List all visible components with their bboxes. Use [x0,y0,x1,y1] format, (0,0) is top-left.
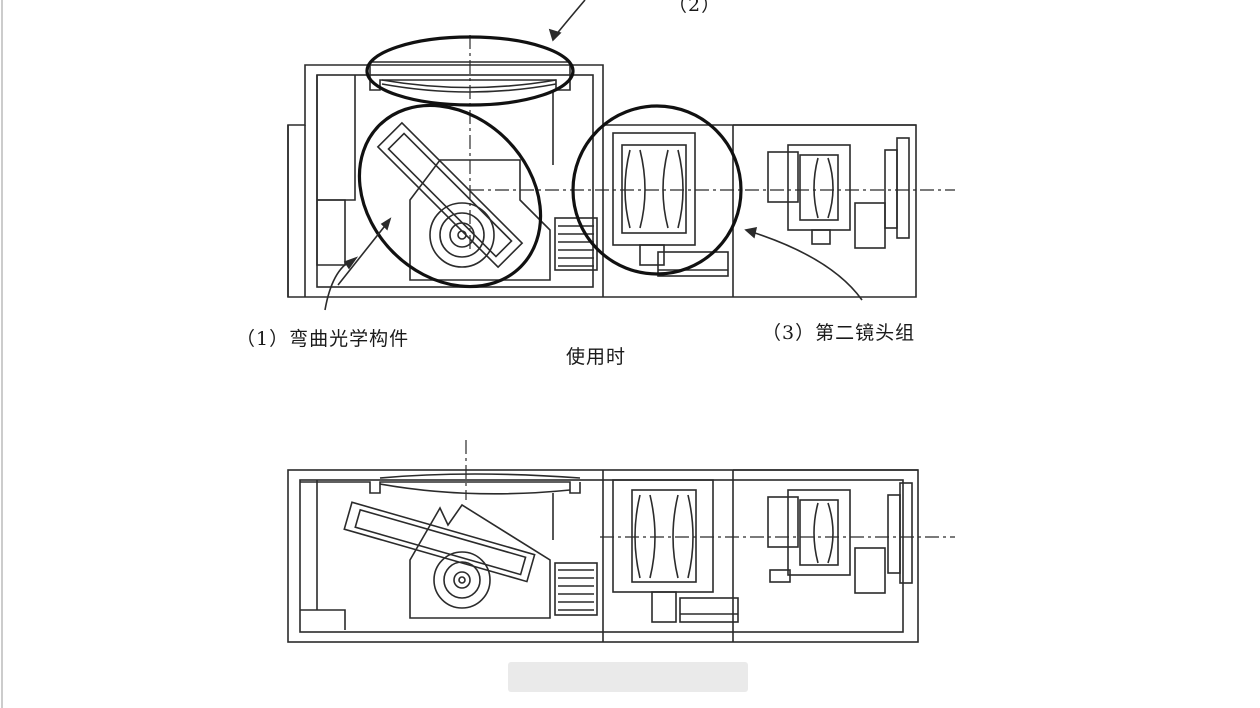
top-bending-prism [376,121,524,269]
top-first-lens-group [612,132,729,277]
top-circle-first-lens-group [571,104,743,276]
bottom-first-lens-group [612,479,739,623]
top-spring [554,217,598,271]
top-ellipse-bending-member [357,103,543,289]
bottom-rotation-gear [433,551,491,609]
bottom-prism-holder [409,503,551,619]
top-image-sensor [884,137,910,239]
bottom-spring [554,562,598,616]
arrow-part2 [554,0,586,37]
bottom-assembly-stowed [287,440,955,643]
label-part2-partial: （2） [668,0,722,16]
bottom-second-lens-group [767,489,886,594]
arrow-part1-b [337,221,389,286]
arrow-part3 [751,231,863,301]
bottom-bending-prism [343,501,536,583]
top-ellipse-cover-lens [365,35,575,107]
label-in-use-state: 使用时 [566,346,627,368]
top-second-lens-group [767,144,886,249]
watermark-blur [508,662,748,692]
top-housing-outline [287,64,917,298]
label-second-lens-group: （3）第二镜头组 [762,322,916,344]
bottom-cover-lens [379,473,581,479]
top-rotation-gear [429,202,495,268]
top-assembly-in-use [287,0,955,311]
label-bending-optical-member: （1）弯曲光学构件 [236,328,410,350]
bottom-image-sensor [887,482,913,584]
